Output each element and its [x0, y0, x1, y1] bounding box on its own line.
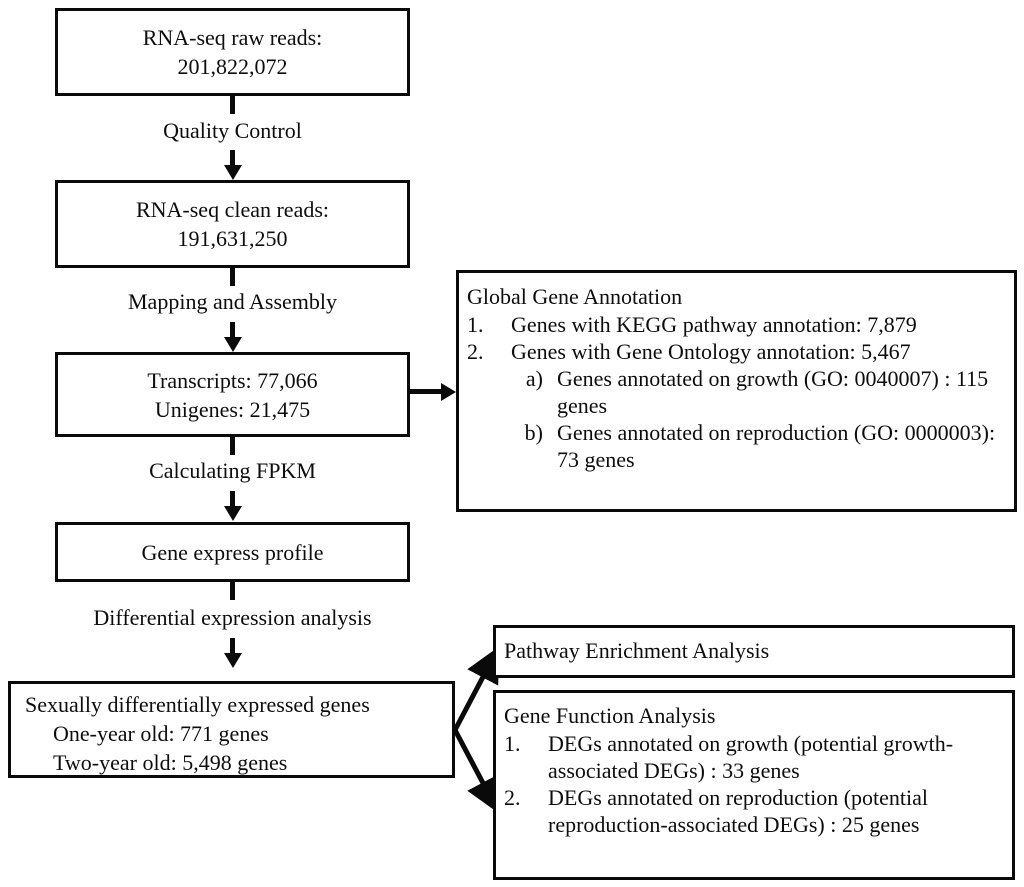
- node-assembly-line-2: Unigenes: 21,475: [154, 396, 311, 422]
- annotation-item-1-marker: 1.: [467, 312, 484, 337]
- connector-line-dea: [230, 638, 235, 654]
- annotation-item-2a: a) Genes annotated on growth (GO: 004000…: [467, 365, 1006, 419]
- gene-function-item-1-text: DEGs annotated on growth (potential grow…: [548, 731, 954, 783]
- node-sdeg-line-1: Sexually differentially expressed genes: [25, 692, 370, 717]
- connector-line-mapping: [230, 322, 235, 338]
- gene-function-item-2-marker: 2.: [504, 785, 521, 810]
- node-assembly-line-1: Transcripts: 77,066: [147, 367, 318, 393]
- annotation-item-2a-text: Genes annotated on growth (GO: 0040007) …: [557, 366, 989, 418]
- node-transcripts-unigenes: Transcripts: 77,066 Unigenes: 21,475: [55, 352, 410, 437]
- node-clean-reads-line-1: RNA-seq clean reads:: [135, 197, 330, 222]
- pathway-enrichment-header: Pathway Enrichment Analysis: [504, 638, 770, 663]
- node-gene-express-profile: Gene express profile: [55, 522, 410, 582]
- arrowhead-mapping-icon: [223, 337, 242, 352]
- node-raw-reads-line-1: RNA-seq raw reads:: [142, 25, 323, 50]
- node-sexually-differentially-expressed-genes: Sexually differentially expressed genes …: [8, 681, 455, 778]
- annotation-item-2: 2. Genes with Gene Ontology annotation: …: [467, 338, 1006, 365]
- node-gene-function-analysis: Gene Function Analysis 1. DEGs annotated…: [493, 690, 1015, 880]
- gene-function-item-1: 1. DEGs annotated on growth (potential g…: [504, 730, 1004, 784]
- connector-line-qc: [230, 150, 235, 168]
- connector-stub-qc: [230, 96, 235, 114]
- annotation-item-2b-marker: b): [524, 420, 543, 445]
- node-sdeg-line-2: One-year old: 771 genes: [53, 721, 269, 746]
- node-clean-reads-line-2: 191,631,250: [177, 226, 288, 251]
- annotation-item-2b-text: Genes annotated on reproduction (GO: 000…: [557, 420, 996, 472]
- node-rna-seq-raw-reads: RNA-seq raw reads: 201,822,072: [55, 8, 410, 96]
- edge-label-calculating-fpkm: Calculating FPKM: [149, 458, 316, 483]
- connector-stub-dea: [230, 582, 235, 600]
- arrowhead-dea-icon: [223, 653, 242, 668]
- arrowhead-fpkm-icon: [223, 506, 242, 521]
- annotation-item-2-text: Genes with Gene Ontology annotation: 5,4…: [511, 339, 911, 364]
- annotation-item-1-text: Genes with KEGG pathway annotation: 7,87…: [511, 312, 917, 337]
- annotation-header: Global Gene Annotation: [467, 284, 683, 309]
- edge-label-differential-expression: Differential expression analysis: [93, 605, 372, 630]
- annotation-item-1: 1. Genes with KEGG pathway annotation: 7…: [467, 311, 1006, 338]
- annotation-item-2-marker: 2.: [467, 339, 484, 364]
- node-expression-profile-line-1: Gene express profile: [141, 539, 324, 565]
- arrowhead-qc-icon: [223, 165, 242, 180]
- node-sdeg-line-3: Two-year old: 5,498 genes: [53, 750, 288, 775]
- branch-connectors: [452, 646, 500, 814]
- annotation-item-2a-marker: a): [525, 366, 543, 391]
- edge-label-quality-control: Quality Control: [163, 118, 302, 143]
- gene-function-item-2-text: DEGs annotated on reproduction (potentia…: [548, 785, 929, 837]
- gene-function-item-2: 2. DEGs annotated on reproduction (poten…: [504, 784, 1004, 838]
- arrowhead-to-annotation-icon: [441, 382, 456, 401]
- node-global-gene-annotation: Global Gene Annotation 1. Genes with KEG…: [456, 270, 1017, 512]
- edge-label-mapping-assembly: Mapping and Assembly: [128, 289, 337, 314]
- connector-line-fpkm: [230, 491, 235, 507]
- node-pathway-enrichment-analysis: Pathway Enrichment Analysis: [493, 625, 1015, 678]
- node-rna-seq-clean-reads: RNA-seq clean reads: 191,631,250: [55, 180, 410, 268]
- node-raw-reads-line-2: 201,822,072: [177, 54, 288, 79]
- connector-line-to-annotation: [410, 389, 442, 394]
- gene-function-header: Gene Function Analysis: [504, 703, 716, 728]
- connector-stub-mapping: [230, 268, 235, 286]
- gene-function-item-1-marker: 1.: [504, 731, 521, 756]
- annotation-item-2b: b) Genes annotated on reproduction (GO: …: [467, 419, 1006, 473]
- connector-stub-fpkm: [230, 437, 235, 455]
